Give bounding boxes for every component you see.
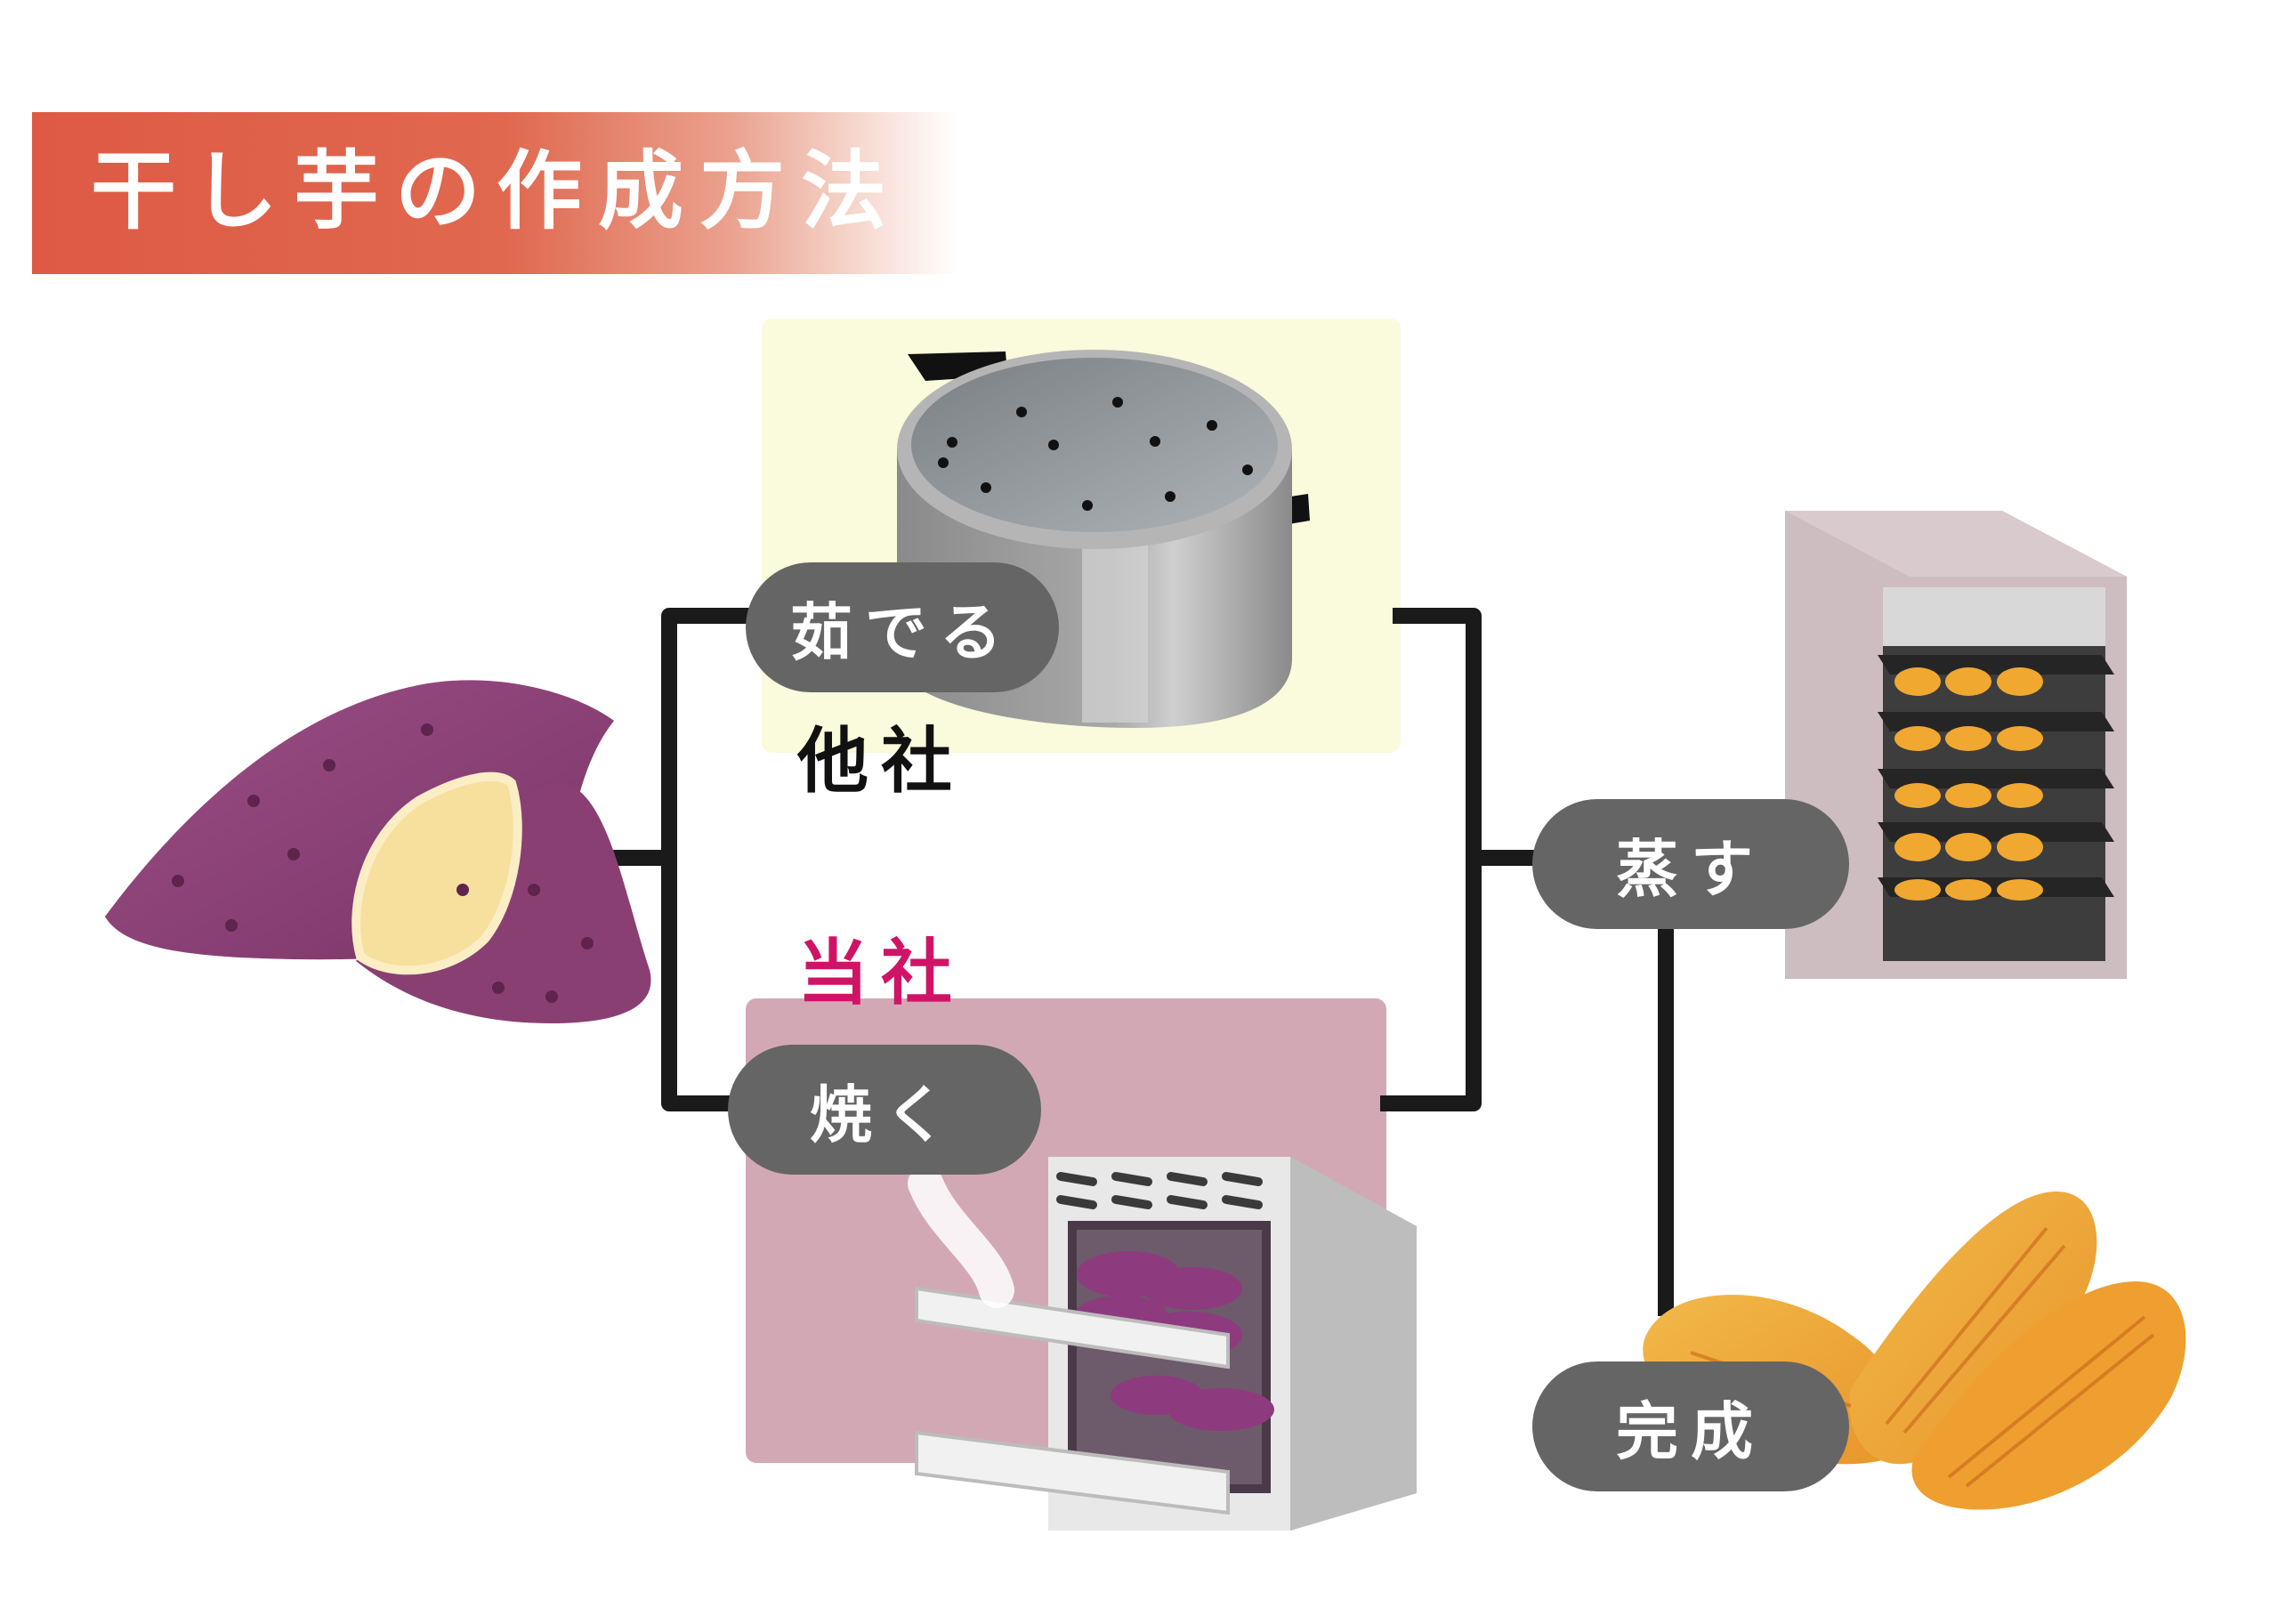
diagram-title: 干し芋の作成方法 <box>91 141 902 241</box>
other-company-label: 他社 <box>797 720 965 803</box>
step-done: 完成 <box>1532 1361 1849 1491</box>
dehydrator-icon <box>1785 511 2127 979</box>
oven-icon <box>908 1157 1417 1531</box>
step-boil: 茹でる <box>746 562 1059 692</box>
step-bake: 焼く <box>728 1045 1041 1175</box>
pot-icon <box>897 350 1310 728</box>
connector-left-branch <box>661 608 766 1111</box>
connector-bottom-right <box>1380 850 1482 1111</box>
connector-lines <box>561 608 1674 1316</box>
step-steam: 蒸す <box>1532 799 1849 929</box>
title-banner <box>32 112 1162 274</box>
connector-top-right <box>1393 608 1556 866</box>
our-company-label: 当社 <box>797 932 965 1014</box>
sweet-potato-icon <box>105 680 651 1023</box>
